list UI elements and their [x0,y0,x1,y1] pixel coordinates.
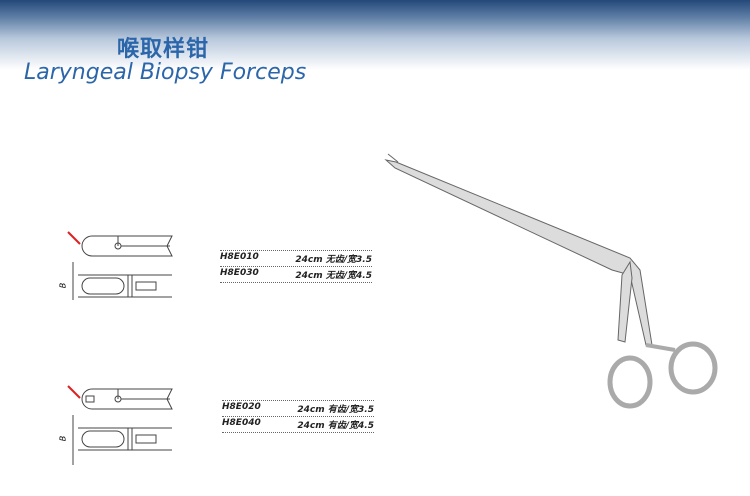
title-chinese: 喉取样钳 [117,37,210,62]
tip-diagram-1 [67,231,173,300]
spec-table-1: H8E010 24cm 无齿/宽3.5 H8E030 24cm 无齿/宽4.5 [220,250,372,283]
header-banner [0,0,750,70]
spec-row: H8E010 24cm 无齿/宽3.5 [220,250,372,266]
forceps-illustration [384,153,718,409]
item-code: H8E010 [220,252,259,262]
spec-row: H8E030 24cm 无齿/宽4.5 [220,266,372,283]
tip-diagram-2 [67,385,173,465]
dimension-label-1: B [58,282,68,289]
item-code: H8E030 [220,268,259,278]
item-spec: 24cm 有齿/宽3.5 [297,405,374,415]
spec-row: H8E040 24cm 有齿/宽4.5 [222,416,374,433]
item-spec: 24cm 无齿/宽3.5 [295,255,372,265]
title-english: Laryngeal Biopsy Forceps [24,60,307,85]
item-spec: 24cm 无齿/宽4.5 [295,271,372,281]
item-code: H8E040 [222,418,261,428]
spec-row: H8E020 24cm 有齿/宽3.5 [222,400,374,416]
dimension-label-2: B [58,435,68,442]
item-spec: 24cm 有齿/宽4.5 [297,421,374,431]
spec-table-2: H8E020 24cm 有齿/宽3.5 H8E040 24cm 有齿/宽4.5 [222,400,374,433]
item-code: H8E020 [222,402,261,412]
